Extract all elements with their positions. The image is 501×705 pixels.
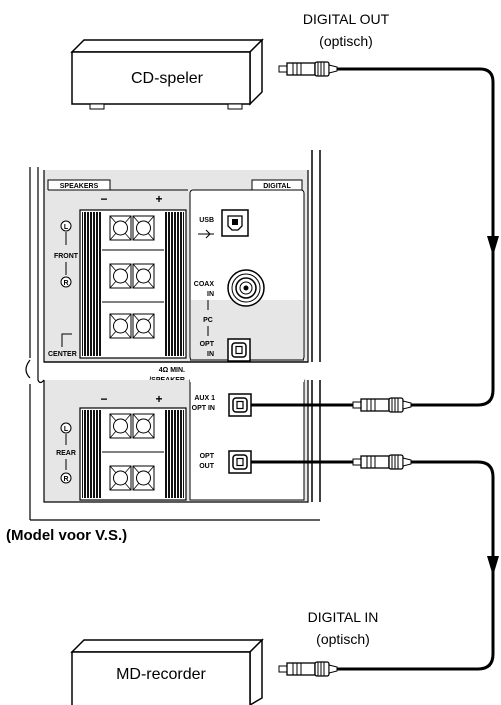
model-note: (Model voor V.S.) (6, 527, 127, 544)
digital-in-sub-label: (optisch) (316, 631, 370, 647)
aux1-opt-in-port: AUX 1 OPT IN (192, 393, 252, 417)
digital-in-label: DIGITAL IN (308, 609, 379, 625)
rear-channel-marks: L REAR R (56, 422, 76, 484)
opt-in-pc-port: OPT IN (200, 338, 251, 362)
svg-text:COAX: COAX (194, 281, 215, 288)
cd-player: CD-speler (70, 38, 264, 110)
md-optical-plug-icon (278, 661, 338, 677)
digital-out-sub-label: (optisch) (319, 33, 373, 49)
svg-text:+: + (155, 192, 162, 206)
front-channel-marks: L FRONT R (54, 220, 79, 288)
arrow-down-icon (487, 236, 499, 256)
cd-cable (337, 67, 495, 407)
svg-text:OPT: OPT (200, 341, 215, 348)
svg-text:−: − (100, 392, 107, 406)
center-label: CENTER (48, 351, 77, 358)
md-recorder: MD-recorder (70, 638, 264, 705)
svg-text:USB: USB (199, 217, 214, 224)
digital-out-label: DIGITAL OUT (303, 11, 390, 27)
svg-text:−: − (100, 192, 107, 206)
aux1-optical-plug-icon (352, 397, 412, 413)
arrow-down-icon (487, 556, 499, 576)
svg-text:IN: IN (207, 291, 214, 298)
usb-port: USB (198, 209, 249, 239)
front-speaker-terminals: − + (79, 192, 187, 359)
impedance-label-1: 4Ω MIN. (159, 367, 185, 374)
rear-speaker-terminals: − + (79, 392, 187, 501)
svg-text:OPT: OPT (200, 453, 215, 460)
svg-text:REAR: REAR (56, 450, 76, 457)
pc-label: PC (203, 317, 213, 324)
coax-in-port: COAX IN (194, 269, 265, 307)
svg-text:L: L (64, 224, 69, 231)
svg-text:+: + (155, 392, 162, 406)
svg-text:R: R (63, 280, 68, 287)
svg-text:IN: IN (207, 351, 214, 358)
usb-icon (198, 229, 214, 239)
cd-optical-plug-icon (278, 61, 338, 77)
md-recorder-label: MD-recorder (116, 666, 206, 683)
svg-text:OUT: OUT (199, 463, 215, 470)
digital-tab: DIGITAL (263, 183, 291, 190)
svg-text:FRONT: FRONT (54, 253, 79, 260)
speakers-tab: SPEAKERS (60, 183, 99, 190)
cd-player-label: CD-speler (131, 70, 204, 87)
svg-text:L: L (64, 426, 69, 433)
svg-text:R: R (63, 476, 68, 483)
svg-text:OPT IN: OPT IN (192, 405, 215, 412)
opt-out-optical-plug-icon (352, 454, 412, 470)
svg-text:AUX 1: AUX 1 (194, 395, 215, 402)
opt-out-port: OPT OUT (199, 450, 252, 474)
